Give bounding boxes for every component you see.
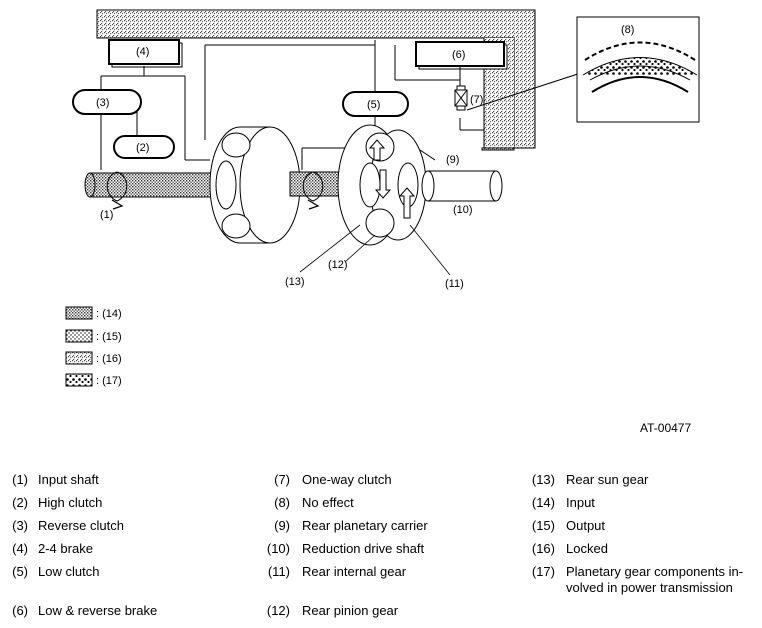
legend-text: Rear pinion gear — [302, 603, 399, 618]
legend-num: (5) — [12, 564, 28, 579]
pattern-key-label: : (16) — [96, 353, 122, 365]
legend-num: (16) — [531, 541, 555, 556]
legend-text: volved in power transmission — [566, 580, 733, 595]
callout-5: (5) — [367, 99, 380, 111]
callout-1: (1) — [100, 209, 113, 221]
callout-9: (9) — [446, 154, 459, 166]
low-clutch — [342, 91, 409, 117]
legend-text: Rear planetary carrier — [302, 518, 428, 533]
legend-text: Reduction drive shaft — [302, 541, 425, 556]
legend-num: (8) — [274, 495, 290, 510]
legend-num: (11) — [267, 564, 290, 579]
legend-num: (12) — [266, 603, 290, 618]
callout-7: (7) — [470, 94, 483, 106]
legend-text: Rear sun gear — [566, 472, 649, 487]
legend-num: (14) — [531, 495, 555, 510]
transmission-diagram: (1) (2) (3) (4) (5) (6) (7) (8) (9) (10)… — [65, 9, 700, 387]
legend-num: (15) — [531, 518, 555, 533]
callout-6: (6) — [452, 49, 465, 61]
pattern-key-label: : (15) — [96, 331, 122, 343]
legend-text: 2-4 brake — [38, 541, 93, 556]
one-way-clutch — [454, 85, 468, 111]
legend-text: Planetary gear components in- — [566, 564, 744, 579]
legend-num: (4) — [12, 541, 28, 556]
high-clutch — [113, 135, 175, 159]
callout-4: (4) — [136, 46, 149, 58]
transmission-housing — [96, 9, 536, 151]
front-planetary — [209, 126, 301, 244]
legend-text: Input shaft — [38, 472, 99, 487]
input-shaft — [84, 171, 216, 210]
legend-num: (13) — [531, 472, 555, 487]
legend-text: One-way clutch — [302, 472, 392, 487]
legend-text: High clutch — [38, 495, 103, 510]
legend-num: (1) — [12, 472, 28, 487]
legend-text: Output — [566, 518, 606, 533]
brake-low-reverse — [415, 41, 508, 70]
legend-num: (17) — [531, 564, 555, 579]
legend-text: Reverse clutch — [38, 518, 124, 533]
legend-text: Locked — [566, 541, 608, 556]
rotation-arrows — [368, 139, 416, 219]
reverse-clutch — [72, 89, 142, 115]
legend-num: (2) — [12, 495, 28, 510]
connection-lines — [100, 40, 484, 170]
figure-code: AT-00477 — [640, 421, 692, 435]
callout-12: (12) — [328, 259, 348, 271]
legend-num: (10) — [266, 541, 290, 556]
leader-lines — [299, 224, 451, 276]
callout-8: (8) — [621, 24, 634, 36]
callout-3: (3) — [96, 97, 109, 109]
legend-text: Low clutch — [38, 564, 100, 579]
pattern-key-label: : (14) — [96, 308, 122, 320]
callout-10: (10) — [453, 204, 473, 216]
brake-2-4 — [108, 39, 183, 68]
legend-text: Rear internal gear — [302, 564, 407, 579]
legend-text: Input — [566, 495, 595, 510]
reduction-drive-shaft — [421, 170, 503, 202]
legend-text: No effect — [302, 495, 354, 510]
legend-num: (9) — [274, 518, 290, 533]
pattern-key-label: : (17) — [96, 375, 122, 387]
legend-num: (7) — [274, 472, 290, 487]
inset-detail — [466, 16, 700, 123]
callout-11: (11) — [445, 278, 464, 290]
pattern-key: : (14) : (15) : (16) : (17) — [65, 306, 122, 387]
legend-text: Low & reverse brake — [38, 603, 158, 618]
callout-2: (2) — [136, 142, 149, 154]
callout-13: (13) — [285, 276, 305, 288]
legend-num: (3) — [12, 518, 28, 533]
rear-planetary — [337, 124, 427, 246]
legend-num: (6) — [12, 603, 28, 618]
